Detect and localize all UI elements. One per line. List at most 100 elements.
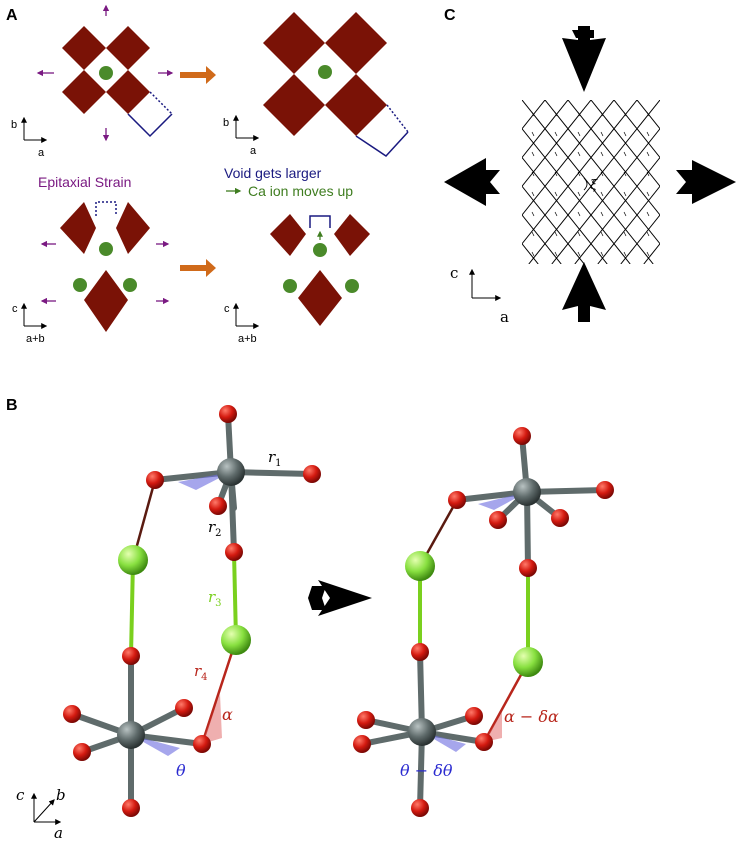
lattice-dash xyxy=(600,251,604,257)
axis-label-a: a xyxy=(500,308,509,326)
lattice-dash xyxy=(577,191,581,197)
oxygen-atom xyxy=(193,735,211,753)
lattice-dash xyxy=(577,151,581,157)
r3-label: r3 xyxy=(208,588,222,609)
axis-label-a: a xyxy=(54,824,63,842)
void-outline xyxy=(127,113,173,138)
lattice-line xyxy=(528,100,660,264)
octahedron xyxy=(298,270,342,326)
lattice-dash xyxy=(577,111,581,117)
lattice-dash xyxy=(623,191,627,197)
axis-label-a: a xyxy=(250,145,257,157)
lattice-dash xyxy=(554,151,558,157)
metal-atom xyxy=(408,718,436,746)
lattice-line xyxy=(522,185,585,264)
side-view-right xyxy=(270,214,370,326)
octahedron xyxy=(270,214,306,256)
panel-c: C ξ c a xyxy=(138,7,736,326)
r1-label: r1 xyxy=(268,448,282,469)
panel-a: A b a xyxy=(6,4,409,345)
metal-atom xyxy=(513,478,541,506)
lattice-dash xyxy=(554,211,558,217)
lattice-dash xyxy=(646,211,650,217)
panel-b-letter: B xyxy=(6,397,18,414)
lattice-dash xyxy=(531,111,535,117)
orange-arrow-bottom xyxy=(180,259,216,277)
lattice-dash xyxy=(623,211,627,217)
lattice xyxy=(138,100,660,264)
void-outline-dotted xyxy=(386,104,409,133)
lattice-dash xyxy=(577,171,581,177)
lattice-line xyxy=(522,156,608,264)
lattice-dash xyxy=(646,231,650,237)
lattice-dash xyxy=(623,171,627,177)
tension-arrow-right-icon xyxy=(676,160,736,204)
octahedron xyxy=(325,74,387,136)
ca-atom xyxy=(405,551,435,581)
lattice-dash xyxy=(646,191,650,197)
ca-atom xyxy=(221,625,251,655)
octahedron xyxy=(263,74,325,136)
axes-c-apb-1 xyxy=(21,302,48,329)
lattice-dash xyxy=(646,251,650,257)
lattice-line xyxy=(551,127,660,264)
lattice-dash xyxy=(646,151,650,157)
oxygen-atom xyxy=(465,707,483,725)
panel-a-letter: A xyxy=(6,7,18,24)
metal-atom xyxy=(117,721,145,749)
theta-label: θ xyxy=(176,761,186,780)
lattice-dash xyxy=(600,231,604,237)
lattice-line xyxy=(522,214,562,264)
oxygen-atom xyxy=(122,647,140,665)
oxygen-atom xyxy=(303,465,321,483)
lattice-line xyxy=(138,100,269,264)
lattice-line xyxy=(522,100,592,188)
lattice-dash xyxy=(531,151,535,157)
ca-ion xyxy=(313,243,327,257)
xi-angle-arc xyxy=(583,177,588,191)
axes-ca xyxy=(469,268,502,301)
metal-atom xyxy=(217,458,245,486)
lattice-dash xyxy=(531,211,535,217)
lattice-dash xyxy=(646,111,650,117)
ca-ion-moves-up-label: Ca ion moves up xyxy=(248,183,353,199)
void-bracket xyxy=(95,201,117,216)
oxygen-atom xyxy=(411,643,429,661)
lattice-dash xyxy=(531,191,535,197)
lattice-dash xyxy=(623,231,627,237)
axis-label-a-plus-b: a+b xyxy=(238,333,257,345)
lattice-dash xyxy=(577,131,581,137)
lattice-line xyxy=(597,185,660,264)
oxygen-atom xyxy=(175,699,193,717)
oxygen-atom xyxy=(411,799,429,817)
lattice-line xyxy=(522,127,631,264)
lattice-line xyxy=(620,214,660,264)
orange-arrow-top xyxy=(180,66,216,84)
lattice-dash xyxy=(623,111,627,117)
lattice-dash xyxy=(531,231,535,237)
panel-b: B xyxy=(6,397,614,842)
axes-ba-1 xyxy=(21,116,48,143)
axes-ba-2 xyxy=(233,114,260,141)
lattice-line xyxy=(636,100,660,130)
octahedron xyxy=(325,12,387,74)
alpha-wedge xyxy=(202,694,222,744)
oxygen-atom xyxy=(146,471,164,489)
axis-label-c: c xyxy=(16,786,25,804)
lattice-dash xyxy=(623,131,627,137)
oxygen-atom xyxy=(475,733,493,751)
octahedra-top-right xyxy=(263,12,387,136)
r4-label: r4 xyxy=(194,662,208,683)
strain-arrows-top xyxy=(36,4,174,142)
axis-label-b: b xyxy=(223,117,229,129)
ca-ion xyxy=(283,279,297,293)
octahedron xyxy=(106,26,150,70)
lattice-line xyxy=(522,100,569,159)
axis-label-c: c xyxy=(450,264,458,282)
panel-c-letter: C xyxy=(444,7,456,24)
epitaxial-strain-label: Epitaxial Strain xyxy=(38,174,131,190)
ca-ion xyxy=(345,279,359,293)
oxygen-atom xyxy=(122,799,140,817)
r2-label: r2 xyxy=(208,518,222,539)
ca-ion xyxy=(73,278,87,292)
